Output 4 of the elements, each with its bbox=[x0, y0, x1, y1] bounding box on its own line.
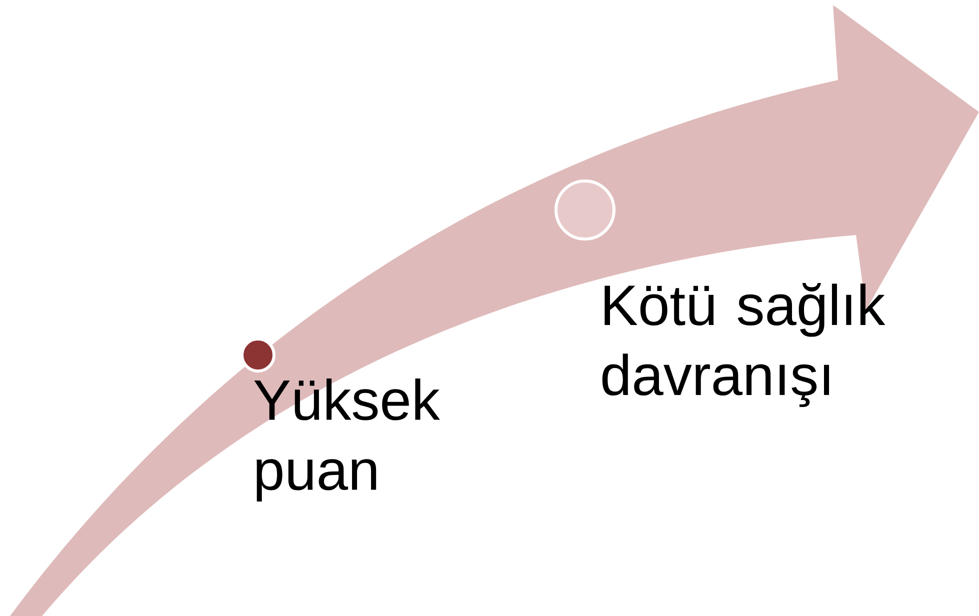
node-caption: Kötü sağlık davranışı bbox=[602, 282, 886, 408]
node-caption: Yüksek puan bbox=[254, 378, 440, 502]
dot-marker bbox=[554, 180, 616, 240]
dot-marker bbox=[240, 338, 276, 372]
